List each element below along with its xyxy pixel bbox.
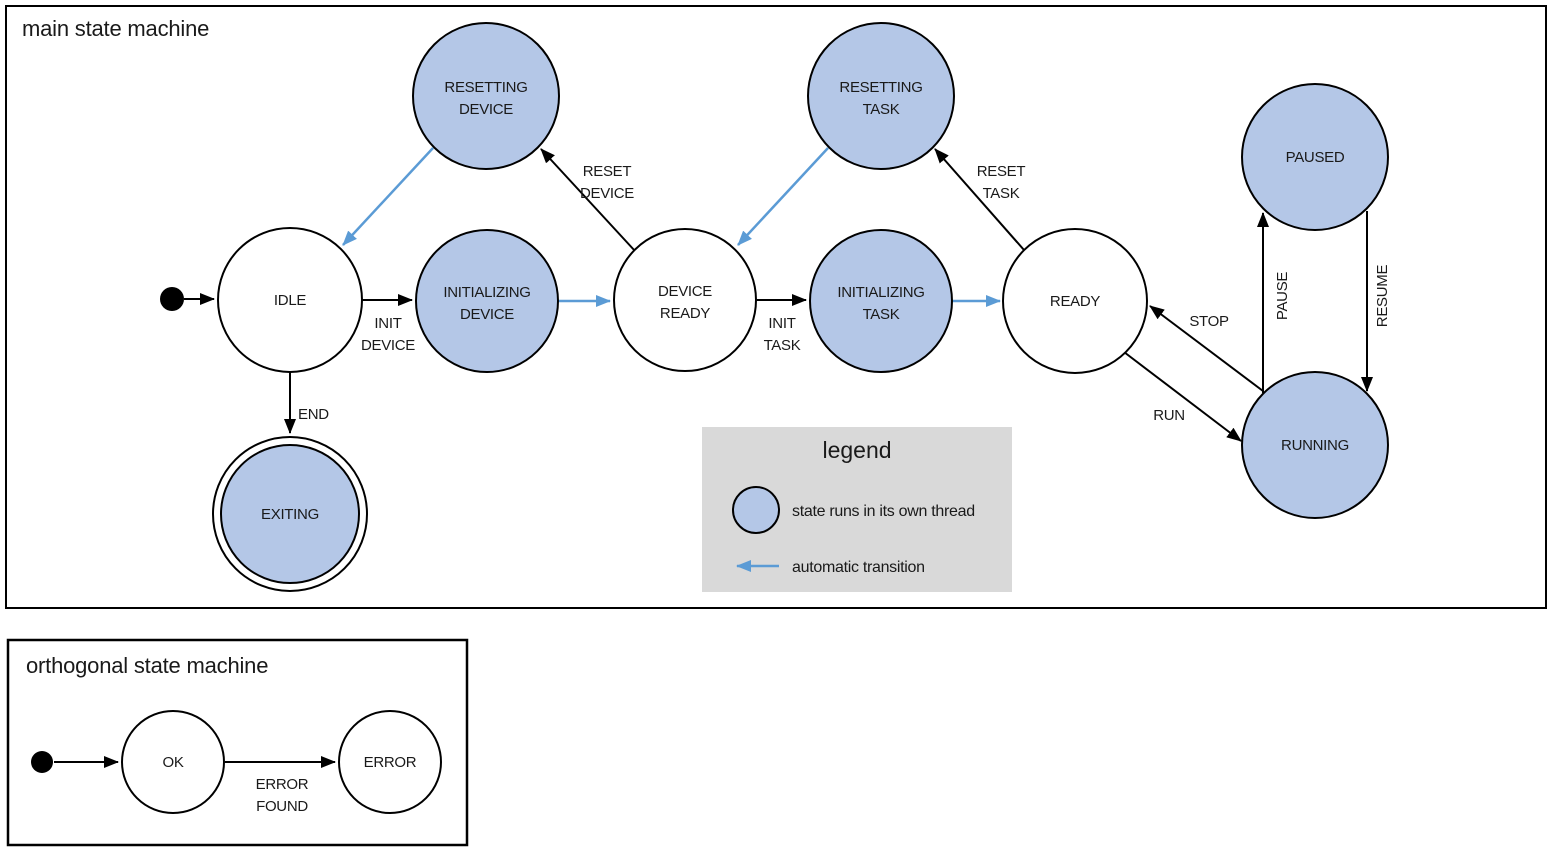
state-resetting-device-circle	[412, 22, 560, 170]
threaded-state-circle-icon	[732, 486, 780, 534]
orthogonal-transitions: ERROR FOUND	[54, 756, 336, 815]
state-error-label: ERROR	[364, 754, 417, 771]
state-initializing-device-label-line1: INITIALIZING	[443, 284, 530, 301]
state-initializing-task-label-line1: INITIALIZING	[837, 284, 924, 301]
transition-reset-task: RESET TASK	[934, 148, 1026, 251]
state-device-ready: DEVICE READY	[613, 228, 757, 372]
main-panel-title: main state machine	[22, 16, 209, 41]
transition-auto-to-idle	[342, 147, 434, 246]
transition-reset-device: RESET DEVICE	[540, 148, 636, 252]
initial-state-dot	[160, 287, 184, 311]
state-ready-circle	[1002, 228, 1148, 374]
state-device-ready-label-line2: READY	[660, 305, 710, 322]
transition-end: END	[284, 372, 330, 434]
state-initializing-device: INITIALIZING DEVICE	[415, 229, 559, 373]
automatic-transition-arrow	[737, 147, 829, 246]
state-resetting-device-label-line1: RESETTING	[444, 79, 527, 96]
state-device-ready-circle	[613, 228, 757, 372]
legend-panel: legend state runs in its own thread auto…	[702, 427, 1012, 592]
orthogonal-states: OK ERROR	[31, 710, 442, 814]
automatic-transition-arrow	[342, 147, 434, 246]
orthogonal-panel-border	[6, 638, 469, 847]
transition-stop-label: STOP	[1189, 313, 1229, 330]
legend-title: legend	[822, 437, 891, 463]
state-exiting-inner-circle	[220, 444, 360, 584]
transition-pause-label: PAUSE	[1274, 272, 1291, 321]
state-running-label: RUNNING	[1281, 437, 1349, 454]
state-exiting-label: EXITING	[261, 506, 319, 523]
transition-reset-device-label-line2: DEVICE	[580, 185, 634, 202]
transition-reset-task-label-line2: TASK	[983, 185, 1020, 202]
transition-init-device-label-line1: INIT	[374, 315, 401, 332]
transition-reset-device-label-line1: RESET	[583, 163, 632, 180]
state-initializing-task-circle	[809, 229, 953, 373]
transition-reset-task-arrow	[934, 148, 1025, 251]
state-ok: OK	[121, 710, 225, 814]
state-error-circle	[338, 710, 442, 814]
transition-resume: RESUME	[1361, 211, 1391, 392]
initial-state-dot	[31, 751, 53, 773]
transition-error-found-label-line1: ERROR	[256, 776, 309, 793]
state-ok-circle	[121, 710, 225, 814]
transition-stop-arrow	[1149, 305, 1264, 392]
transition-init-task: INIT TASK	[757, 294, 807, 354]
transition-run-label: RUN	[1153, 407, 1185, 424]
state-paused-label: PAUSED	[1286, 149, 1345, 166]
transition-error-found-label-line2: FOUND	[256, 798, 308, 815]
state-running-circle	[1241, 371, 1389, 519]
state-device-ready-label-line1: DEVICE	[658, 283, 712, 300]
orthogonal-state-machine-panel: orthogonal state machine ERROR FOUND OK …	[6, 638, 469, 847]
state-idle-label: IDLE	[274, 292, 306, 309]
state-initializing-task-label-line2: TASK	[863, 306, 900, 323]
state-resetting-task: RESETTING TASK	[807, 22, 955, 170]
transition-reset-task-label-line1: RESET	[977, 163, 1026, 180]
transition-stop: STOP	[1149, 305, 1264, 392]
transition-error-found: ERROR FOUND	[225, 756, 336, 815]
state-error: ERROR	[338, 710, 442, 814]
state-initializing-device-circle	[415, 229, 559, 373]
transition-init-device-label-line2: DEVICE	[361, 337, 415, 354]
legend-item-threaded-label: state runs in its own thread	[792, 503, 975, 520]
state-ready: READY	[1002, 228, 1148, 374]
state-paused-circle	[1241, 83, 1389, 231]
state-idle: IDLE	[217, 227, 363, 373]
transition-reset-device-arrow	[540, 148, 636, 252]
state-paused: PAUSED	[1241, 83, 1389, 231]
state-resetting-task-circle	[807, 22, 955, 170]
transition-run: RUN	[1123, 351, 1242, 442]
transition-init-task-label-line2: TASK	[764, 337, 801, 354]
transition-end-label: END	[298, 406, 329, 423]
transition-init-device: INIT DEVICE	[361, 294, 416, 354]
state-resetting-device: RESETTING DEVICE	[412, 22, 560, 170]
transition-init-task-label-line1: INIT	[768, 315, 795, 332]
state-resetting-task-label-line1: RESETTING	[839, 79, 922, 96]
state-ready-label: READY	[1050, 293, 1100, 310]
legend-item-automatic-label: automatic transition	[792, 559, 925, 576]
transition-pause: PAUSE	[1257, 212, 1291, 393]
main-panel-border	[5, 5, 1547, 609]
state-resetting-task-label-line2: TASK	[863, 101, 900, 118]
state-running: RUNNING	[1241, 371, 1389, 519]
main-state-machine-panel: main state machine INIT DEVICE RESET DEV…	[5, 5, 1547, 609]
state-ok-label: OK	[162, 754, 183, 771]
state-initializing-task: INITIALIZING TASK	[809, 229, 953, 373]
transition-resume-label: RESUME	[1374, 265, 1391, 328]
state-initializing-device-label-line2: DEVICE	[460, 306, 514, 323]
state-idle-circle	[217, 227, 363, 373]
orthogonal-panel-title: orthogonal state machine	[26, 653, 268, 678]
transition-auto-to-device-ready-2	[737, 147, 829, 246]
main-states: IDLE RESETTING DEVICE INITIALIZING DEVIC…	[160, 22, 1389, 592]
main-transitions: INIT DEVICE RESET DEVICE INIT TASK	[184, 147, 1391, 442]
transition-run-arrow	[1123, 351, 1242, 442]
state-exiting: EXITING	[212, 436, 368, 592]
state-resetting-device-label-line2: DEVICE	[459, 101, 513, 118]
